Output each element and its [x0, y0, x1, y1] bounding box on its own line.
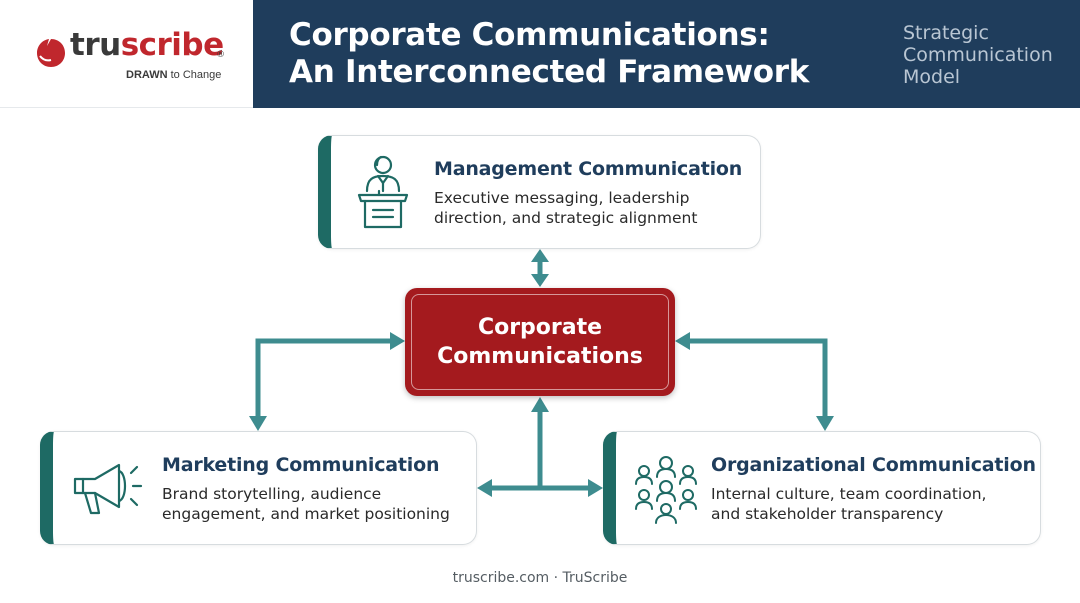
- page-title-line2: An Interconnected Framework: [289, 54, 810, 90]
- speaker-podium-icon: [357, 155, 409, 229]
- marketing-card-title: Marketing Communication: [162, 454, 440, 476]
- arrowhead-right-core-left: [390, 332, 405, 350]
- core-label-line1: Corporate: [477, 315, 603, 340]
- megaphone-icon: [73, 463, 143, 515]
- logo-wordmark-part2: scribe: [120, 27, 224, 63]
- core-label: Corporate Communications: [411, 294, 669, 390]
- management-card-description: Executive messaging, leadership directio…: [434, 188, 697, 228]
- marketing-card-description-line2: engagement, and market positioning: [162, 505, 450, 523]
- arrowhead-up-management: [531, 249, 549, 262]
- arrowhead-left-core-right: [675, 332, 690, 350]
- logo-tagline-bold: DRAWN: [126, 69, 168, 81]
- arrowhead-left-marketing: [477, 479, 492, 497]
- team-group-icon: [635, 456, 697, 524]
- page-subtitle-line2: Communication: [903, 44, 1053, 66]
- corporate-communications-core: Corporate Communications: [405, 288, 675, 396]
- arrow-core-marketing: [255, 338, 392, 418]
- page-title: Corporate Communications: An Interconnec…: [289, 17, 849, 91]
- arrowhead-up-core-bottom: [531, 397, 549, 412]
- logo-wordmark-part1: tru: [70, 27, 121, 63]
- marketing-communication-card: Marketing Communication Brand storytelli…: [40, 431, 477, 545]
- logo-registered-mark: ®: [216, 50, 225, 60]
- management-card-description-line1: Executive messaging, leadership: [434, 189, 690, 207]
- page-subtitle-line3: Model: [903, 66, 961, 88]
- page-subtitle: Strategic Communication Model: [903, 22, 1073, 88]
- organizational-card-description-line2: and stakeholder transparency: [711, 505, 944, 523]
- page-subtitle-line1: Strategic: [903, 22, 989, 44]
- logo-tagline-rest: to Change: [167, 69, 222, 81]
- organizational-card-description-line1: Internal culture, team coordination,: [711, 485, 987, 503]
- arrowhead-down-core: [531, 274, 549, 287]
- arrow-core-organizational: [688, 338, 828, 418]
- logo-tagline: DRAWN to Change: [126, 69, 221, 81]
- organizational-card-title: Organizational Communication: [711, 454, 1036, 476]
- arrowhead-down-organizational: [816, 416, 834, 431]
- organizational-card-description: Internal culture, team coordination, and…: [711, 484, 986, 524]
- header-banner: Corporate Communications: An Interconnec…: [253, 0, 1080, 108]
- organizational-communication-card: Organizational Communication Internal cu…: [603, 431, 1041, 545]
- truscribe-logo-mark-icon: [37, 39, 65, 67]
- management-card-description-line2: direction, and strategic alignment: [434, 209, 698, 227]
- core-label-line2: Communications: [437, 344, 643, 369]
- management-communication-card: Management Communication Executive messa…: [318, 135, 761, 249]
- arrowhead-right-organizational: [588, 479, 603, 497]
- management-card-title: Management Communication: [434, 158, 743, 180]
- arrowhead-down-marketing: [249, 416, 267, 431]
- marketing-card-description-line1: Brand storytelling, audience: [162, 485, 382, 503]
- logo-wordmark: truscribe: [70, 30, 224, 61]
- logo-area: truscribe ® DRAWN to Change: [0, 0, 253, 108]
- footer-credit: truscribe.com · TruScribe: [452, 570, 628, 586]
- marketing-card-description: Brand storytelling, audience engagement,…: [162, 484, 450, 524]
- page-title-line1: Corporate Communications:: [289, 17, 770, 53]
